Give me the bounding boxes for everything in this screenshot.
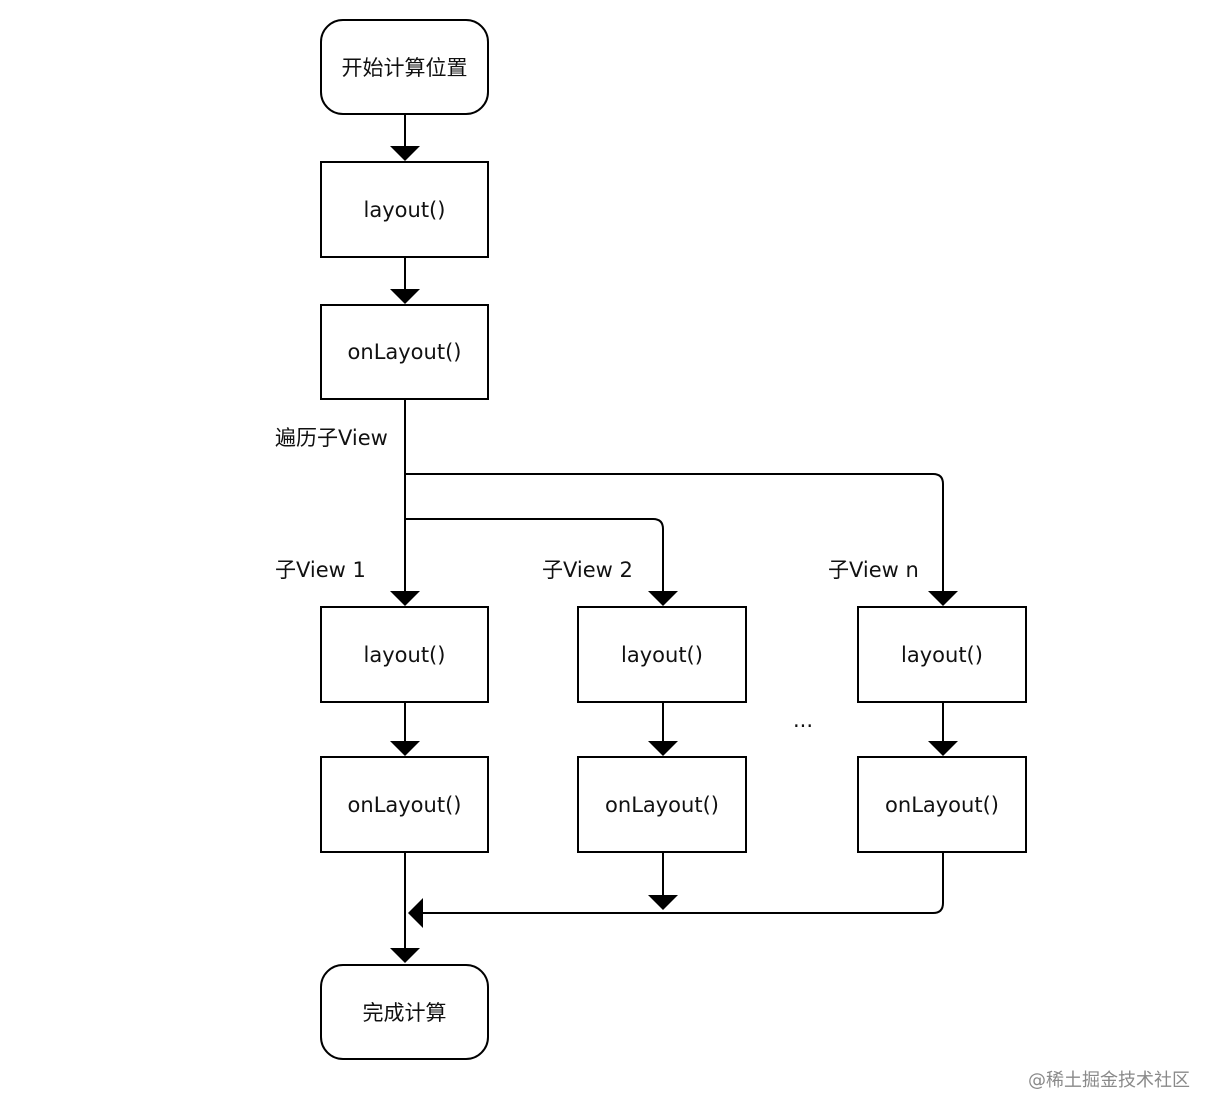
arrowhead [390,289,420,304]
branch-label-child-1: 子View 1 [275,558,366,582]
layout-1-node-label: layout() [364,643,446,667]
arrowhead [928,741,958,756]
layout-main-node: layout() [320,161,489,258]
layout-n-node: layout() [857,606,1027,703]
arrowhead [648,591,678,606]
arrowhead [928,591,958,606]
edge-onlayout-main-to-layout-n [405,473,944,594]
edge-labels: 遍历子View 子View 1 子View 2 子View n ... [275,426,919,732]
nodes: 开始计算位置 layout() onLayout() layout() onLa… [320,19,1027,1060]
end-node-label: 完成计算 [363,1001,447,1025]
onlayout-main-node-label: onLayout() [348,340,462,364]
arrowhead [390,948,420,963]
edges [390,114,958,963]
onlayout-2-node-label: onLayout() [605,793,719,817]
branch-label-child-n: 子View n [828,558,919,582]
arrowhead [408,898,423,928]
layout-main-node-label: layout() [364,198,446,222]
layout-n-node-label: layout() [901,643,983,667]
onlayout-1-node: onLayout() [320,756,489,853]
start-node: 开始计算位置 [320,19,489,115]
onlayout-n-node: onLayout() [857,756,1027,853]
branch-label-child-2: 子View 2 [542,558,633,582]
arrowhead [390,591,420,606]
end-node: 完成计算 [320,964,489,1060]
onlayout-n-node-label: onLayout() [885,793,999,817]
edge-label-traverse-children: 遍历子View [275,426,388,450]
start-node-label: 开始计算位置 [342,56,468,80]
arrowhead [648,741,678,756]
arrowhead [648,895,678,910]
onlayout-2-node: onLayout() [577,756,747,853]
layout-2-node: layout() [577,606,747,703]
arrowhead [390,741,420,756]
watermark: @稀土掘金技术社区 [1028,1070,1190,1091]
onlayout-main-node: onLayout() [320,304,489,400]
layout-1-node: layout() [320,606,489,703]
ellipsis-label: ... [793,708,813,732]
layout-2-node-label: layout() [621,643,703,667]
arrowhead [390,146,420,161]
onlayout-1-node-label: onLayout() [348,793,462,817]
edge-onlayout-n-to-end [420,852,944,914]
edge-onlayout-main-to-layout-2 [405,518,664,594]
